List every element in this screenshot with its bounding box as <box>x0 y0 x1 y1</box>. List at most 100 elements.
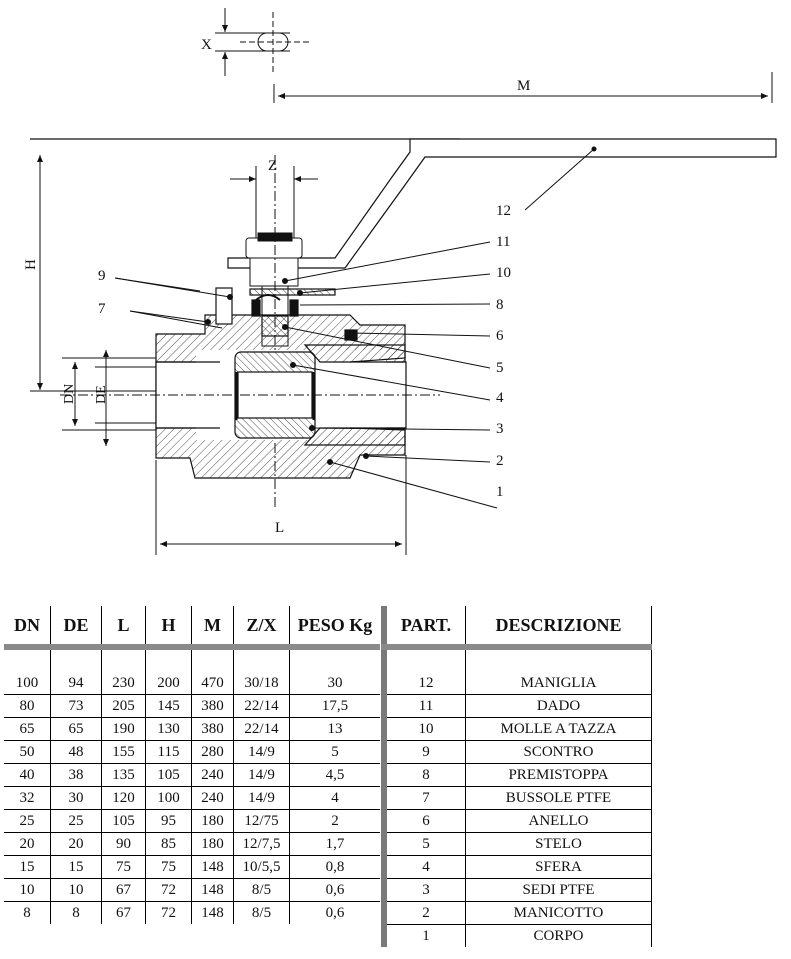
dimensions-cell: 30 <box>50 786 102 810</box>
dimensions-cell: 65 <box>4 717 51 741</box>
part-description-cell: SEDI PTFE <box>465 878 652 902</box>
dimensions-cell: 48 <box>50 740 102 764</box>
dimensions-cell: 2 <box>289 809 380 833</box>
dimensions-cell: 380 <box>191 717 234 741</box>
dimensions-cell: 205 <box>101 694 146 718</box>
part-description-cell: SFERA <box>465 855 652 879</box>
dimensions-cell: 105 <box>101 809 146 833</box>
dimensions-cell: 15 <box>50 855 102 879</box>
part-number-cell: 12 <box>384 672 466 695</box>
callout-12: 12 <box>496 203 511 219</box>
part-description-cell: STELO <box>465 832 652 856</box>
part-description-cell: MANICOTTO <box>465 901 652 925</box>
callout-9: 9 <box>98 268 106 284</box>
dimensions-cell: 73 <box>50 694 102 718</box>
dimensions-cell: 8/5 <box>233 878 290 902</box>
dimensions-cell: 25 <box>4 809 51 833</box>
dimensions-cell: 14/9 <box>233 740 290 764</box>
leader-lines <box>114 241 498 509</box>
dimensions-cell: 15 <box>4 855 51 879</box>
header-de: DE <box>50 606 102 647</box>
valve-technical-drawing: X M H Z <box>23 8 777 555</box>
dimensions-cell: 94 <box>50 672 102 695</box>
dimensions-cell: 105 <box>145 763 192 787</box>
part-description-cell: SCONTRO <box>465 740 652 764</box>
dimensions-cell: 72 <box>145 901 192 924</box>
dimensions-cell: 180 <box>191 809 234 833</box>
callout-4: 4 <box>496 390 504 406</box>
parts-header-row: PART. DESCRIZIONE <box>384 606 652 647</box>
dimensions-cell: 50 <box>4 740 51 764</box>
dimensions-cell: 4 <box>289 786 380 810</box>
dimensions-cell: 148 <box>191 901 234 924</box>
part-number-cell: 8 <box>384 763 466 787</box>
dim-label-x: X <box>201 37 212 53</box>
callout-6: 6 <box>496 328 504 344</box>
dimensions-cell: 10 <box>4 878 51 902</box>
dimensions-cell: 85 <box>145 832 192 856</box>
dim-label-de: DE <box>94 385 109 404</box>
dimensions-cell: 72 <box>145 878 192 902</box>
dimensions-cell: 65 <box>50 717 102 741</box>
dimensions-cell: 0,8 <box>289 855 380 879</box>
dimensions-cell: 0,6 <box>289 878 380 902</box>
part-description-cell: ANELLO <box>465 809 652 833</box>
part-number-cell: 1 <box>384 924 466 947</box>
dim-label-l: L <box>275 520 284 536</box>
dimensions-cell: 12/75 <box>233 809 290 833</box>
part-description-cell: MANIGLIA <box>465 672 652 695</box>
part-number-cell: 11 <box>384 694 466 718</box>
part-number-cell: 7 <box>384 786 466 810</box>
dimensions-cell: 148 <box>191 855 234 879</box>
dimensions-cell: 380 <box>191 694 234 718</box>
callout-10: 10 <box>496 265 511 281</box>
dimensions-cell: 280 <box>191 740 234 764</box>
dim-label-m: M <box>517 78 530 94</box>
dimensions-cell: 8/5 <box>233 901 290 924</box>
dimensions-cell: 80 <box>4 694 51 718</box>
dimensions-cell: 5 <box>289 740 380 764</box>
dimensions-cell: 67 <box>101 901 146 924</box>
dimensions-cell: 40 <box>4 763 51 787</box>
part-number-cell: 4 <box>384 855 466 879</box>
dimensions-cell: 20 <box>50 832 102 856</box>
dimensions-cell: 22/14 <box>233 694 290 718</box>
dimensions-cell: 30 <box>289 672 380 695</box>
dimensions-cell: 67 <box>101 878 146 902</box>
dimensions-cell: 190 <box>101 717 146 741</box>
dimensions-cell: 20 <box>4 832 51 856</box>
callout-5: 5 <box>496 360 504 376</box>
dimensions-cell: 25 <box>50 809 102 833</box>
dimensions-cell: 100 <box>4 672 51 695</box>
header-zx: Z/X <box>233 606 290 647</box>
stem-end-detail <box>215 8 310 76</box>
dimensions-cell: 30/18 <box>233 672 290 695</box>
dimensions-cell: 130 <box>145 717 192 741</box>
dimensions-cell: 240 <box>191 786 234 810</box>
dimensions-cell: 148 <box>191 878 234 902</box>
callout-7: 7 <box>98 301 106 317</box>
part-number-cell: 2 <box>384 901 466 925</box>
dim-l <box>155 455 407 555</box>
handle <box>30 138 777 269</box>
dim-m <box>273 72 773 103</box>
